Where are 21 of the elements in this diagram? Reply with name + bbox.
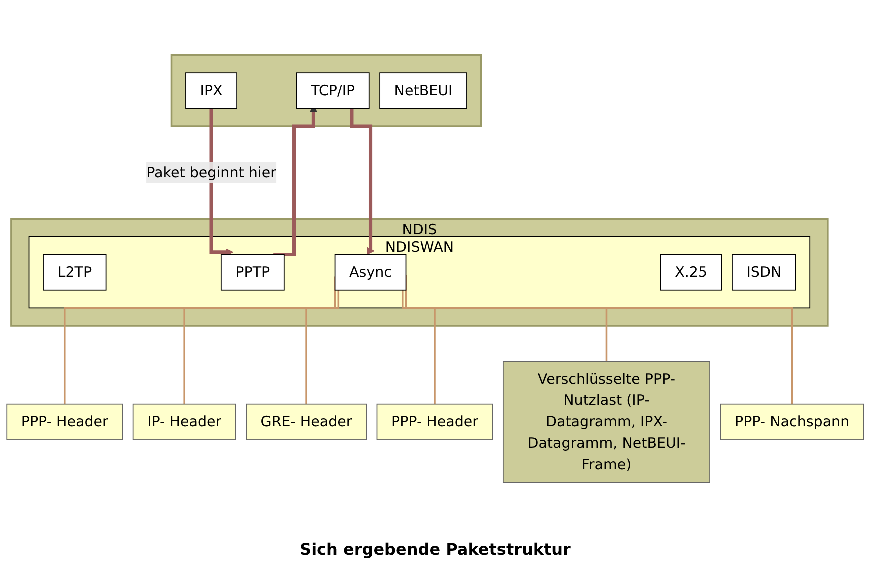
node-box: GRE- Header: [246, 404, 367, 440]
connector: [402, 290, 436, 406]
caption: Sich ergebende Paketstruktur: [300, 539, 571, 561]
node-box: TCP/IP: [296, 72, 370, 110]
node-box: PPP- Header: [376, 404, 494, 440]
node-box: X.25: [660, 254, 722, 291]
node-box: PPTP: [220, 254, 285, 291]
node-box: Verschlüsselte PPP-Nutzlast (IP-Datagramm, IPX-Datagramm, NetBEUI-Frame): [503, 361, 710, 484]
node-box: PPP- Nachspann: [720, 404, 864, 440]
edge-label: Paket beginnt hier: [146, 164, 276, 181]
node-box: PPP- Header: [6, 404, 124, 440]
connector: [306, 290, 340, 406]
node-box: L2TP: [43, 254, 107, 291]
cluster: [170, 54, 482, 128]
arrow: [210, 108, 234, 256]
arrow: [350, 108, 375, 256]
node-box: Async: [334, 254, 407, 291]
node-box: ISDN: [732, 254, 796, 291]
node-box: NetBEUI: [380, 72, 468, 110]
node-box: IP- Header: [132, 404, 236, 440]
node-box: IPX: [186, 72, 238, 110]
